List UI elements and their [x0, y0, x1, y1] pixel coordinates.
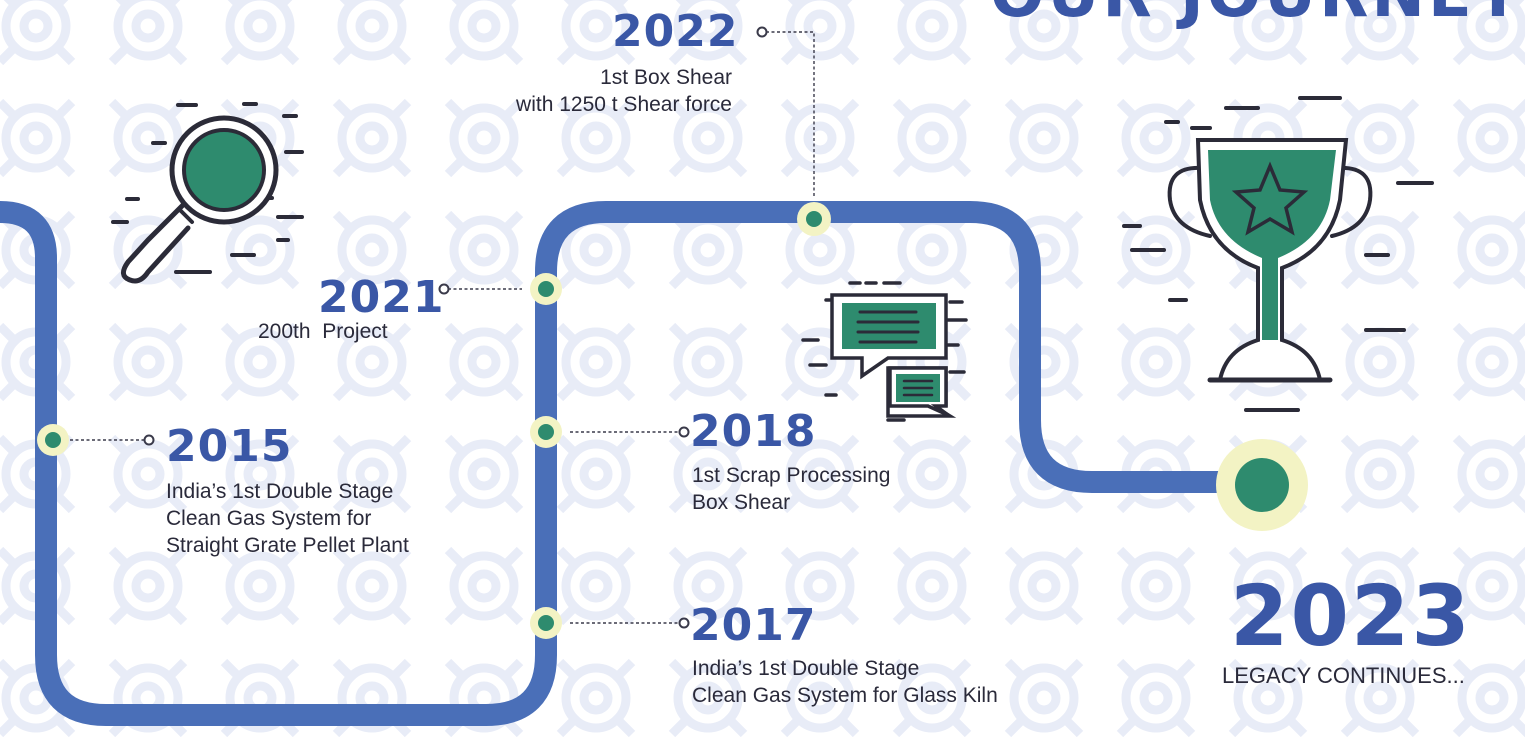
connector-end-2021	[438, 283, 450, 295]
timeline-path	[0, 201, 1255, 726]
connector-end-2018	[678, 426, 690, 438]
connector-end-2022	[756, 26, 768, 38]
connector-end-2017	[678, 617, 690, 629]
year-2022: 2022	[612, 6, 739, 57]
year-2018: 2018	[690, 406, 817, 457]
magnifier-icon	[111, 102, 304, 284]
milestone-2018-text: 1st Scrap Processing Box Shear	[692, 464, 891, 514]
node-2017	[538, 615, 554, 631]
milestone-2023-text: LEGACY CONTINUES...	[1222, 663, 1465, 688]
chat-bubbles-icon	[801, 281, 968, 422]
connector-2022	[766, 31, 815, 196]
year-2021: 2021	[318, 272, 445, 323]
year-2015: 2015	[166, 421, 293, 472]
milestone-2017-text: India’s 1st Double Stage Clean Gas Syste…	[692, 657, 998, 707]
year-2023: 2023	[1230, 567, 1472, 665]
node-2018	[538, 424, 554, 440]
node-2015	[45, 432, 61, 448]
year-2017: 2017	[690, 600, 817, 651]
milestone-2015-text: India’s 1st Double Stage Clean Gas Syste…	[166, 480, 409, 557]
node-2023	[1235, 458, 1289, 512]
milestone-2022-text: 1st Box Shear with 1250 t Shear force	[516, 66, 732, 116]
connector-end-2015	[143, 434, 155, 446]
page-title: OUR JOURNEY	[990, 0, 1524, 32]
milestone-2021-text: 200th Project	[258, 320, 388, 343]
node-2022	[806, 211, 822, 227]
node-2021	[538, 281, 554, 297]
trophy-icon	[1122, 96, 1434, 412]
